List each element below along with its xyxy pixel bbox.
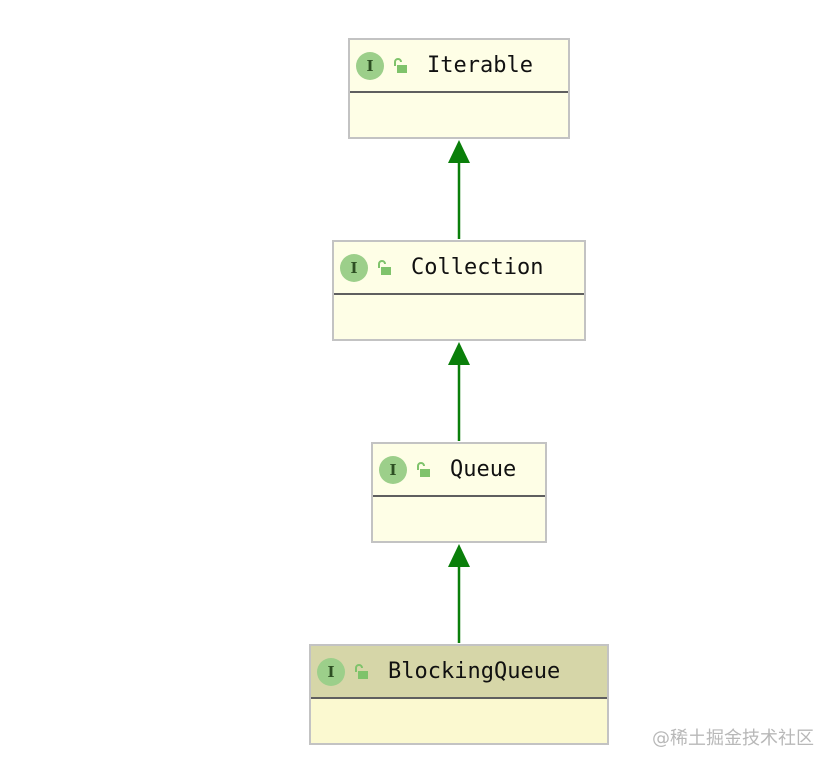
edge-blockingqueue-to-queue — [448, 544, 470, 643]
node-name: Iterable — [427, 53, 533, 78]
edge-queue-to-collection — [448, 342, 470, 441]
node-collection[interactable]: I Collection — [332, 240, 586, 341]
edge-collection-to-iterable — [448, 140, 470, 239]
unlocked-padlock-icon — [394, 57, 407, 73]
node-iterable[interactable]: I Iterable — [348, 38, 570, 139]
node-members-section — [334, 295, 584, 340]
node-members-section — [373, 497, 545, 542]
unlocked-padlock-icon — [378, 259, 391, 275]
node-blockingqueue[interactable]: I BlockingQueue — [309, 644, 609, 745]
node-header: I Queue — [373, 444, 545, 497]
interface-badge-icon: I — [317, 657, 345, 686]
node-header: I BlockingQueue — [311, 646, 607, 699]
node-name: Queue — [450, 457, 517, 482]
node-members-section — [350, 93, 568, 138]
inheritance-arrow-icon — [448, 140, 470, 163]
interface-badge-icon: I — [340, 253, 368, 282]
node-header: I Iterable — [350, 40, 568, 93]
node-queue[interactable]: I Queue — [371, 442, 547, 543]
node-header: I Collection — [334, 242, 584, 295]
inheritance-arrow-icon — [448, 342, 470, 365]
unlocked-padlock-icon — [417, 461, 430, 477]
node-name: BlockingQueue — [388, 659, 561, 684]
unlocked-padlock-icon — [355, 663, 368, 679]
node-members-section — [311, 699, 607, 744]
interface-badge-icon: I — [356, 51, 384, 80]
node-name: Collection — [411, 255, 544, 280]
watermark: @稀土掘金技术社区 — [652, 728, 814, 749]
inheritance-arrow-icon — [448, 544, 470, 567]
interface-badge-icon: I — [379, 455, 407, 484]
